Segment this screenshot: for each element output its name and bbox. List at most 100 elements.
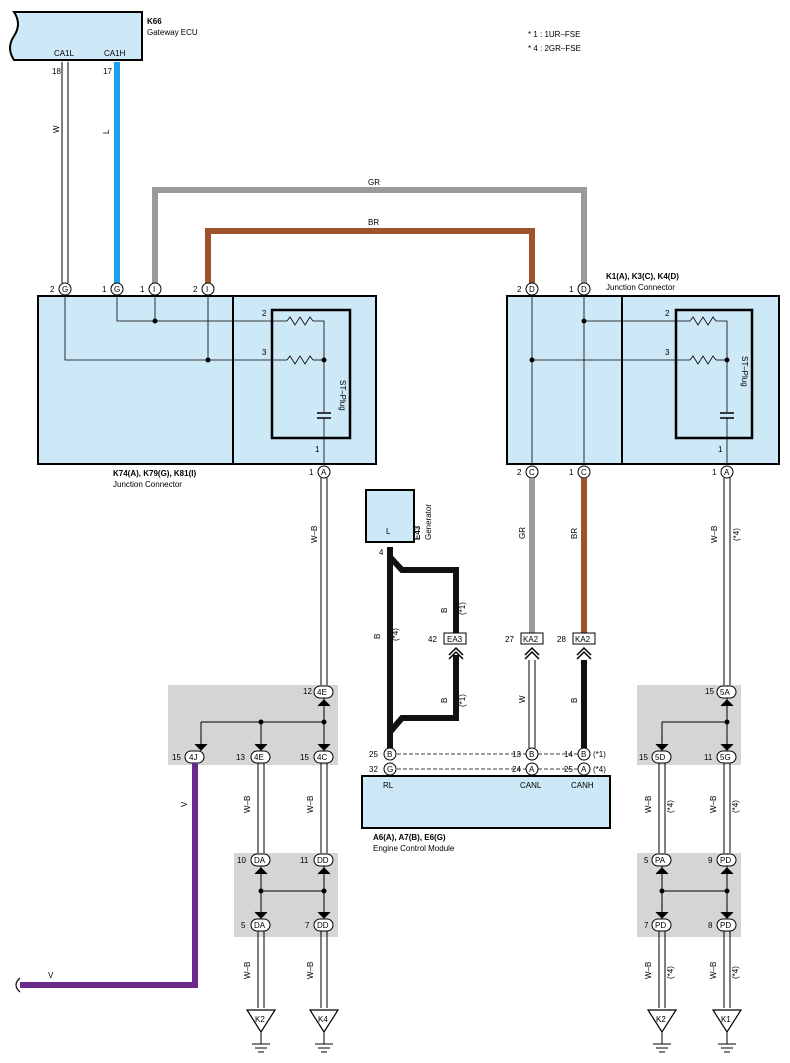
wire-gr-top bbox=[152, 187, 587, 283]
wire-wb-ground-k2-left bbox=[257, 931, 265, 1008]
connector-a-ecm-canh-label: A bbox=[581, 765, 587, 774]
splice-pin-13: 13 bbox=[236, 753, 245, 762]
wire-tag-s4-5d: (*4) bbox=[666, 800, 675, 813]
ecm-label-canh: CANH bbox=[571, 781, 594, 790]
ground-k2-right-label: K2 bbox=[656, 1015, 666, 1024]
wire-wb-right-main bbox=[723, 478, 731, 685]
ground-k4 bbox=[308, 1009, 340, 1053]
splice-pin-5: 5 bbox=[241, 921, 246, 930]
connector-b-ecm-canl-label: B bbox=[529, 750, 534, 759]
ecm-name: Engine Control Module bbox=[373, 844, 455, 853]
wire-w-canl bbox=[528, 660, 536, 748]
ecm-code: A6(A), A7(B), E6(G) bbox=[373, 833, 446, 842]
connector-pd-right-label: PD bbox=[720, 921, 731, 930]
connector-i-left-2-label: I bbox=[206, 285, 208, 294]
wire-wb-left-main bbox=[320, 478, 328, 685]
junction-connector-left: ST–Plug bbox=[37, 290, 377, 465]
connector-i-left-2 bbox=[201, 282, 215, 296]
wire-label-b-direct: B bbox=[373, 634, 382, 639]
ecm-label-canl: CANL bbox=[520, 781, 542, 790]
splice-right-pin-8: 8 bbox=[708, 921, 713, 930]
wire-label-wb-4e: W–B bbox=[243, 796, 252, 813]
wire-wb-5g-pd bbox=[723, 763, 731, 855]
ground-k4-label: K4 bbox=[318, 1015, 328, 1024]
jc-left-plug-pin-1: 1 bbox=[315, 445, 320, 454]
gateway-code: K66 bbox=[147, 17, 162, 26]
splice-pin-7: 7 bbox=[305, 921, 310, 930]
wire-label-l: L bbox=[102, 129, 111, 134]
wire-label-wb-5d: W–B bbox=[644, 796, 653, 813]
connector-g-left bbox=[58, 282, 72, 296]
splice-right-pin-9: 9 bbox=[708, 856, 713, 865]
wire-v-purple bbox=[20, 763, 198, 988]
jc-right-res-pin-3: 3 bbox=[665, 348, 670, 357]
connector-ea3 bbox=[443, 632, 467, 645]
connector-a-right-label: A bbox=[724, 468, 730, 477]
gateway-pin-num-18: 18 bbox=[52, 67, 61, 76]
connector-i-left bbox=[148, 282, 162, 296]
connector-g-left-2 bbox=[110, 282, 124, 296]
jc-left-plug-label: ST–Plug bbox=[338, 380, 347, 411]
generator: L E43 Generator bbox=[365, 489, 433, 543]
junction-connector-right: ST–Plug bbox=[506, 290, 780, 465]
generator-pin-l: L bbox=[386, 527, 391, 536]
ecm-pin-25: 25 bbox=[369, 750, 378, 759]
wire-wb-4e-da bbox=[257, 763, 265, 855]
wire-tag-s4-k2-right: (*4) bbox=[666, 966, 675, 979]
connector-pd-top-label: PD bbox=[720, 856, 731, 865]
connector-dd-bottom-label: DD bbox=[317, 921, 329, 930]
connector-ka2-canl bbox=[520, 632, 544, 645]
wire-label-wb-left-main: W–B bbox=[310, 526, 319, 543]
wire-label-gr-bottom: GR bbox=[518, 527, 527, 539]
ecm-pin-13: 13 bbox=[512, 750, 521, 759]
connector-g-left-2-label: G bbox=[114, 285, 120, 294]
generator-code: E43 bbox=[413, 525, 422, 540]
wire-label-gr-top: GR bbox=[368, 178, 380, 187]
wire-label-v-vertical: V bbox=[180, 801, 189, 807]
connector-4j-label: 4J bbox=[189, 753, 197, 762]
connector-4c-label: 4C bbox=[317, 753, 327, 762]
jc-left-bottom-pin-1: 1 bbox=[309, 468, 314, 477]
connector-b-ecm-rl-label: B bbox=[387, 750, 392, 759]
connector-4e-bottom bbox=[250, 750, 271, 764]
jc-left-pin-1a: 1 bbox=[102, 285, 107, 294]
note-4: * 4 : 2GR–FSE bbox=[528, 44, 581, 53]
connector-g-ecm-rl bbox=[383, 762, 397, 776]
connector-d-right-2 bbox=[577, 282, 591, 296]
wire-wb-5d-pa bbox=[658, 763, 666, 855]
gateway-pin-ca1h: CA1H bbox=[104, 49, 126, 58]
connector-da-bottom bbox=[250, 918, 271, 932]
wire-br-top bbox=[205, 228, 535, 283]
ground-k2-left-label: K2 bbox=[255, 1015, 265, 1024]
jc-left-pin-2b: 2 bbox=[193, 285, 198, 294]
splice-right-pin-7: 7 bbox=[644, 921, 649, 930]
connector-pd-left-label: PD bbox=[655, 921, 666, 930]
gateway-ecu: K66 Gateway ECU CA1L CA1H 18 17 bbox=[9, 11, 198, 76]
jc-left-name: Junction Connector bbox=[113, 480, 182, 489]
ecm-pin-14: 14 bbox=[564, 750, 573, 759]
wire-w-gateway bbox=[61, 62, 69, 283]
connector-ka2-canl-label: KA2 bbox=[523, 635, 539, 644]
connector-ka2-canh-num: 28 bbox=[557, 635, 566, 644]
splice-right-pin-5: 5 bbox=[644, 856, 649, 865]
connector-d-right-2-label: D bbox=[581, 285, 587, 294]
jc-left-pin-2: 2 bbox=[50, 285, 55, 294]
wire-tag-s1-lower: (*1) bbox=[458, 694, 467, 707]
connector-da-bottom-label: DA bbox=[254, 921, 266, 930]
splice-right-pin-11: 11 bbox=[704, 753, 713, 762]
jc-right-bottom-pin-1c: 1 bbox=[712, 468, 717, 477]
gateway-pin-num-17: 17 bbox=[103, 67, 112, 76]
wire-label-wb-k1: W–B bbox=[709, 962, 718, 979]
jc-right-code: K1(A), K3(C), K4(D) bbox=[606, 272, 679, 281]
splice-pin-10: 10 bbox=[237, 856, 246, 865]
connector-g-ecm-rl-label: G bbox=[387, 765, 393, 774]
connector-ea3-label: EA3 bbox=[447, 635, 463, 644]
wire-b-generator-upper bbox=[387, 554, 459, 633]
connector-dd-top-label: DD bbox=[317, 856, 329, 865]
generator-pin-num: 4 bbox=[379, 548, 384, 557]
connector-d-right-label: D bbox=[529, 285, 535, 294]
wire-label-br-top: BR bbox=[368, 218, 379, 227]
connector-pd-right bbox=[716, 918, 737, 932]
connector-i-left-label: I bbox=[153, 285, 155, 294]
connector-pd-left bbox=[651, 918, 672, 932]
